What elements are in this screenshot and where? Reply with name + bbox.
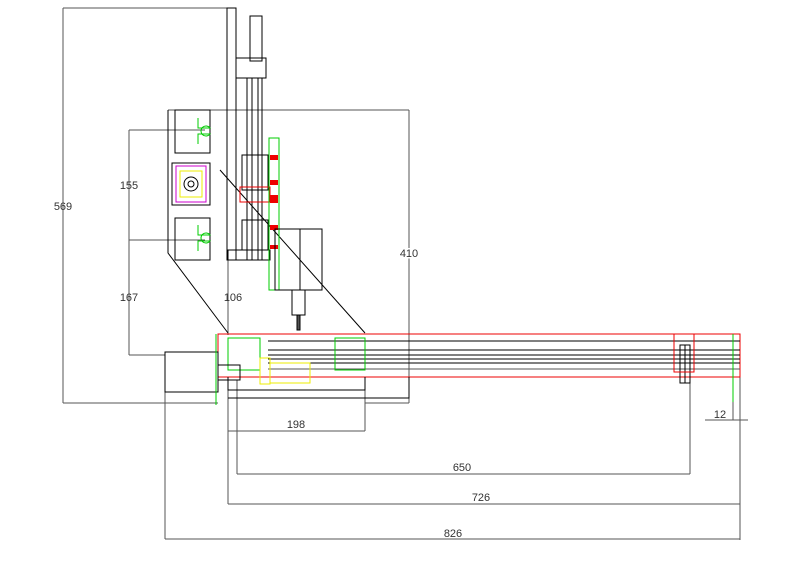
dim-726: 726 bbox=[472, 492, 490, 504]
dim-12: 12 bbox=[714, 409, 726, 421]
dim-155: 155 bbox=[120, 180, 138, 192]
dim-650: 650 bbox=[453, 462, 471, 474]
z-axis-assembly bbox=[226, 7, 323, 331]
dimension-lines bbox=[62, 7, 748, 540]
dim-410: 410 bbox=[400, 248, 418, 260]
dim-826: 826 bbox=[444, 528, 462, 540]
dim-569: 569 bbox=[54, 201, 72, 213]
dim-198: 198 bbox=[287, 419, 305, 431]
dim-106: 106 bbox=[224, 292, 242, 304]
dim-167: 167 bbox=[120, 292, 138, 304]
gantry-beam bbox=[164, 333, 741, 405]
side-plate bbox=[167, 109, 366, 334]
